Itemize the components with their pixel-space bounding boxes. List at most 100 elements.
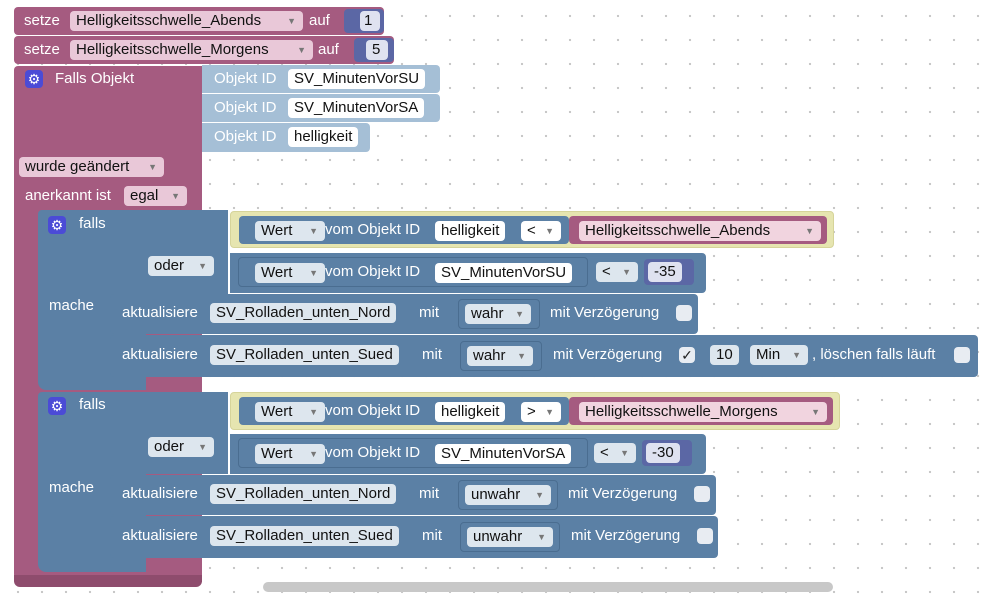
trigger-block-bottom bbox=[14, 575, 202, 587]
compare-block[interactable]: Wert▼ vom Objekt ID SV_MinutenVorSU <▼ -… bbox=[230, 253, 706, 293]
acknowledged-dropdown[interactable]: egal▼ bbox=[124, 186, 187, 206]
boolean-dropdown[interactable]: unwahr▼ bbox=[465, 485, 551, 505]
object-id-field[interactable]: helligkeit bbox=[288, 127, 359, 147]
delay-label: mit Verzögerung bbox=[568, 485, 678, 502]
object-id-field[interactable]: SV_Rolladen_unten_Sued bbox=[210, 526, 399, 546]
object-id-field[interactable]: SV_MinutenVorSA bbox=[288, 98, 425, 118]
gear-icon[interactable]: ⚙ bbox=[48, 397, 66, 415]
boolean-dropdown[interactable]: unwahr ▼ bbox=[467, 527, 553, 547]
variable-name: Helligkeitsschwelle_Morgens bbox=[585, 403, 778, 420]
gear-icon[interactable]: ⚙ bbox=[25, 70, 43, 88]
variable-get-block[interactable]: Helligkeitsschwelle_Morgens▼ bbox=[569, 397, 833, 425]
object-id-field[interactable]: helligkeit bbox=[435, 402, 506, 422]
delay-label: mit Verzögerung bbox=[553, 346, 663, 363]
acknowledged-value: egal bbox=[130, 187, 159, 204]
object-id-block[interactable]: Objekt ID SV_MinutenVorSA bbox=[202, 94, 440, 122]
acknowledged-label: anerkannt ist bbox=[25, 187, 111, 204]
operator-dropdown[interactable]: >▼ bbox=[521, 402, 561, 422]
delay-checkbox[interactable] bbox=[697, 528, 713, 544]
update-label: aktualisiere bbox=[122, 527, 198, 544]
property-dropdown[interactable]: Wert▼ bbox=[255, 221, 325, 241]
delay-checkbox[interactable] bbox=[676, 305, 692, 321]
chevron-down-icon: ▼ bbox=[198, 261, 207, 271]
object-id-block[interactable]: Objekt ID SV_MinutenVorSU bbox=[202, 65, 440, 93]
delay-unit-dropdown[interactable]: Min▼ bbox=[750, 345, 808, 365]
number-field[interactable]: -30 bbox=[646, 443, 680, 463]
object-id-field[interactable]: SV_Rolladen_unten_Nord bbox=[210, 303, 397, 323]
to-label: auf bbox=[318, 41, 339, 58]
number-block[interactable]: -35 bbox=[644, 259, 694, 285]
update-action-block[interactable]: aktualisiere SV_Rolladen_unten_Nord mit … bbox=[110, 294, 698, 334]
boolean-block[interactable]: wahr▼ bbox=[458, 299, 540, 329]
set-keyword: setze bbox=[24, 41, 60, 58]
boolean-block[interactable]: wahr ▼ bbox=[460, 341, 542, 371]
boolean-dropdown[interactable]: wahr▼ bbox=[465, 304, 531, 324]
trigger-title: Falls Objekt bbox=[55, 70, 135, 87]
delay-checkbox[interactable]: ✓ bbox=[679, 347, 695, 363]
object-id-block[interactable]: Objekt ID helligkeit bbox=[202, 123, 370, 152]
object-id-field[interactable]: SV_Rolladen_unten_Sued bbox=[210, 345, 399, 365]
object-id-field[interactable]: helligkeit bbox=[435, 221, 506, 241]
property-dropdown[interactable]: Wert▼ bbox=[255, 402, 325, 422]
update-action-block[interactable]: aktualisiere SV_Rolladen_unten_Sued mit … bbox=[110, 516, 718, 558]
variable-dropdown[interactable]: Helligkeitsschwelle_Morgens▼ bbox=[70, 40, 313, 60]
boolean-value: wahr bbox=[471, 305, 504, 322]
operator-dropdown[interactable]: <▼ bbox=[596, 262, 638, 282]
update-action-block[interactable]: aktualisiere SV_Rolladen_unten_Nord mit … bbox=[110, 475, 716, 515]
operator-dropdown[interactable]: <▼ bbox=[594, 443, 636, 463]
compare-block[interactable]: Wert▼ vom Objekt ID SV_MinutenVorSA <▼ -… bbox=[230, 434, 706, 474]
delay-checkbox[interactable] bbox=[694, 486, 710, 502]
variable-dropdown[interactable]: Helligkeitsschwelle_Abends▼ bbox=[579, 221, 821, 241]
set-variable-block-morgens[interactable]: setze Helligkeitsschwelle_Morgens▼ auf 5 bbox=[14, 36, 394, 64]
boolean-dropdown[interactable]: wahr ▼ bbox=[467, 346, 533, 366]
changed-dropdown[interactable]: wurde geändert▼ bbox=[19, 157, 164, 177]
or-dropdown[interactable]: oder▼ bbox=[148, 437, 214, 457]
gear-icon[interactable]: ⚙ bbox=[48, 216, 66, 234]
property-dropdown[interactable]: Wert▼ bbox=[255, 263, 325, 283]
chevron-down-icon: ▼ bbox=[517, 351, 526, 361]
chevron-down-icon: ▼ bbox=[537, 532, 546, 542]
variable-name: Helligkeitsschwelle_Abends bbox=[76, 12, 262, 29]
object-id-field[interactable]: SV_MinutenVorSU bbox=[435, 263, 573, 283]
number-field[interactable]: 1 bbox=[360, 11, 380, 31]
chevron-down-icon: ▼ bbox=[792, 350, 801, 360]
update-label: aktualisiere bbox=[122, 346, 198, 363]
variable-dropdown[interactable]: Helligkeitsschwelle_Abends▼ bbox=[70, 11, 303, 31]
object-id-field[interactable]: SV_MinutenVorSU bbox=[288, 69, 426, 89]
object-value-block[interactable]: Wert▼ vom Objekt ID helligkeit bbox=[239, 216, 569, 244]
do-label: mache bbox=[49, 479, 95, 496]
set-variable-block-abends[interactable]: setze Helligkeitsschwelle_Abends▼ auf 1 bbox=[14, 7, 384, 35]
compare-block[interactable]: Wert▼ vom Objekt ID helligkeit <▼ Hellig… bbox=[230, 211, 834, 248]
chevron-down-icon: ▼ bbox=[309, 268, 318, 278]
number-block[interactable]: 5 bbox=[354, 38, 394, 62]
object-id-field[interactable]: SV_Rolladen_unten_Nord bbox=[210, 484, 397, 504]
number-block[interactable]: 1 bbox=[344, 9, 384, 33]
chevron-down-icon: ▼ bbox=[545, 407, 554, 417]
number-field[interactable]: 5 bbox=[366, 40, 388, 60]
operator-value: > bbox=[527, 403, 536, 420]
object-value-block[interactable]: Wert▼ vom Objekt ID SV_MinutenVorSU bbox=[238, 257, 588, 287]
set-keyword: setze bbox=[24, 12, 60, 29]
chevron-down-icon: ▼ bbox=[148, 162, 157, 172]
or-dropdown[interactable]: oder▼ bbox=[148, 256, 214, 276]
number-field[interactable]: -35 bbox=[648, 262, 682, 282]
chevron-down-icon: ▼ bbox=[545, 226, 554, 236]
object-id-field[interactable]: SV_MinutenVorSA bbox=[435, 444, 572, 464]
boolean-value: wahr bbox=[473, 347, 506, 364]
boolean-value: unwahr bbox=[473, 528, 523, 545]
object-value-block[interactable]: Wert▼ vom Objekt ID SV_MinutenVorSA bbox=[238, 438, 588, 468]
number-block[interactable]: -30 bbox=[642, 440, 692, 466]
boolean-block[interactable]: unwahr▼ bbox=[458, 480, 558, 510]
delay-value-field[interactable]: 10 bbox=[710, 345, 739, 365]
compare-block[interactable]: Wert▼ vom Objekt ID helligkeit >▼ Hellig… bbox=[230, 392, 840, 430]
operator-dropdown[interactable]: <▼ bbox=[521, 221, 561, 241]
property-dropdown[interactable]: Wert▼ bbox=[255, 444, 325, 464]
update-action-block[interactable]: aktualisiere SV_Rolladen_unten_Sued mit … bbox=[110, 335, 978, 377]
object-value-block[interactable]: Wert▼ vom Objekt ID helligkeit bbox=[239, 397, 569, 425]
variable-dropdown[interactable]: Helligkeitsschwelle_Morgens▼ bbox=[579, 402, 827, 422]
operator-value: < bbox=[527, 222, 536, 239]
boolean-block[interactable]: unwahr ▼ bbox=[460, 522, 560, 552]
clear-running-checkbox[interactable] bbox=[954, 347, 970, 363]
variable-get-block[interactable]: Helligkeitsschwelle_Abends▼ bbox=[569, 216, 827, 244]
horizontal-scrollbar[interactable] bbox=[263, 582, 833, 592]
